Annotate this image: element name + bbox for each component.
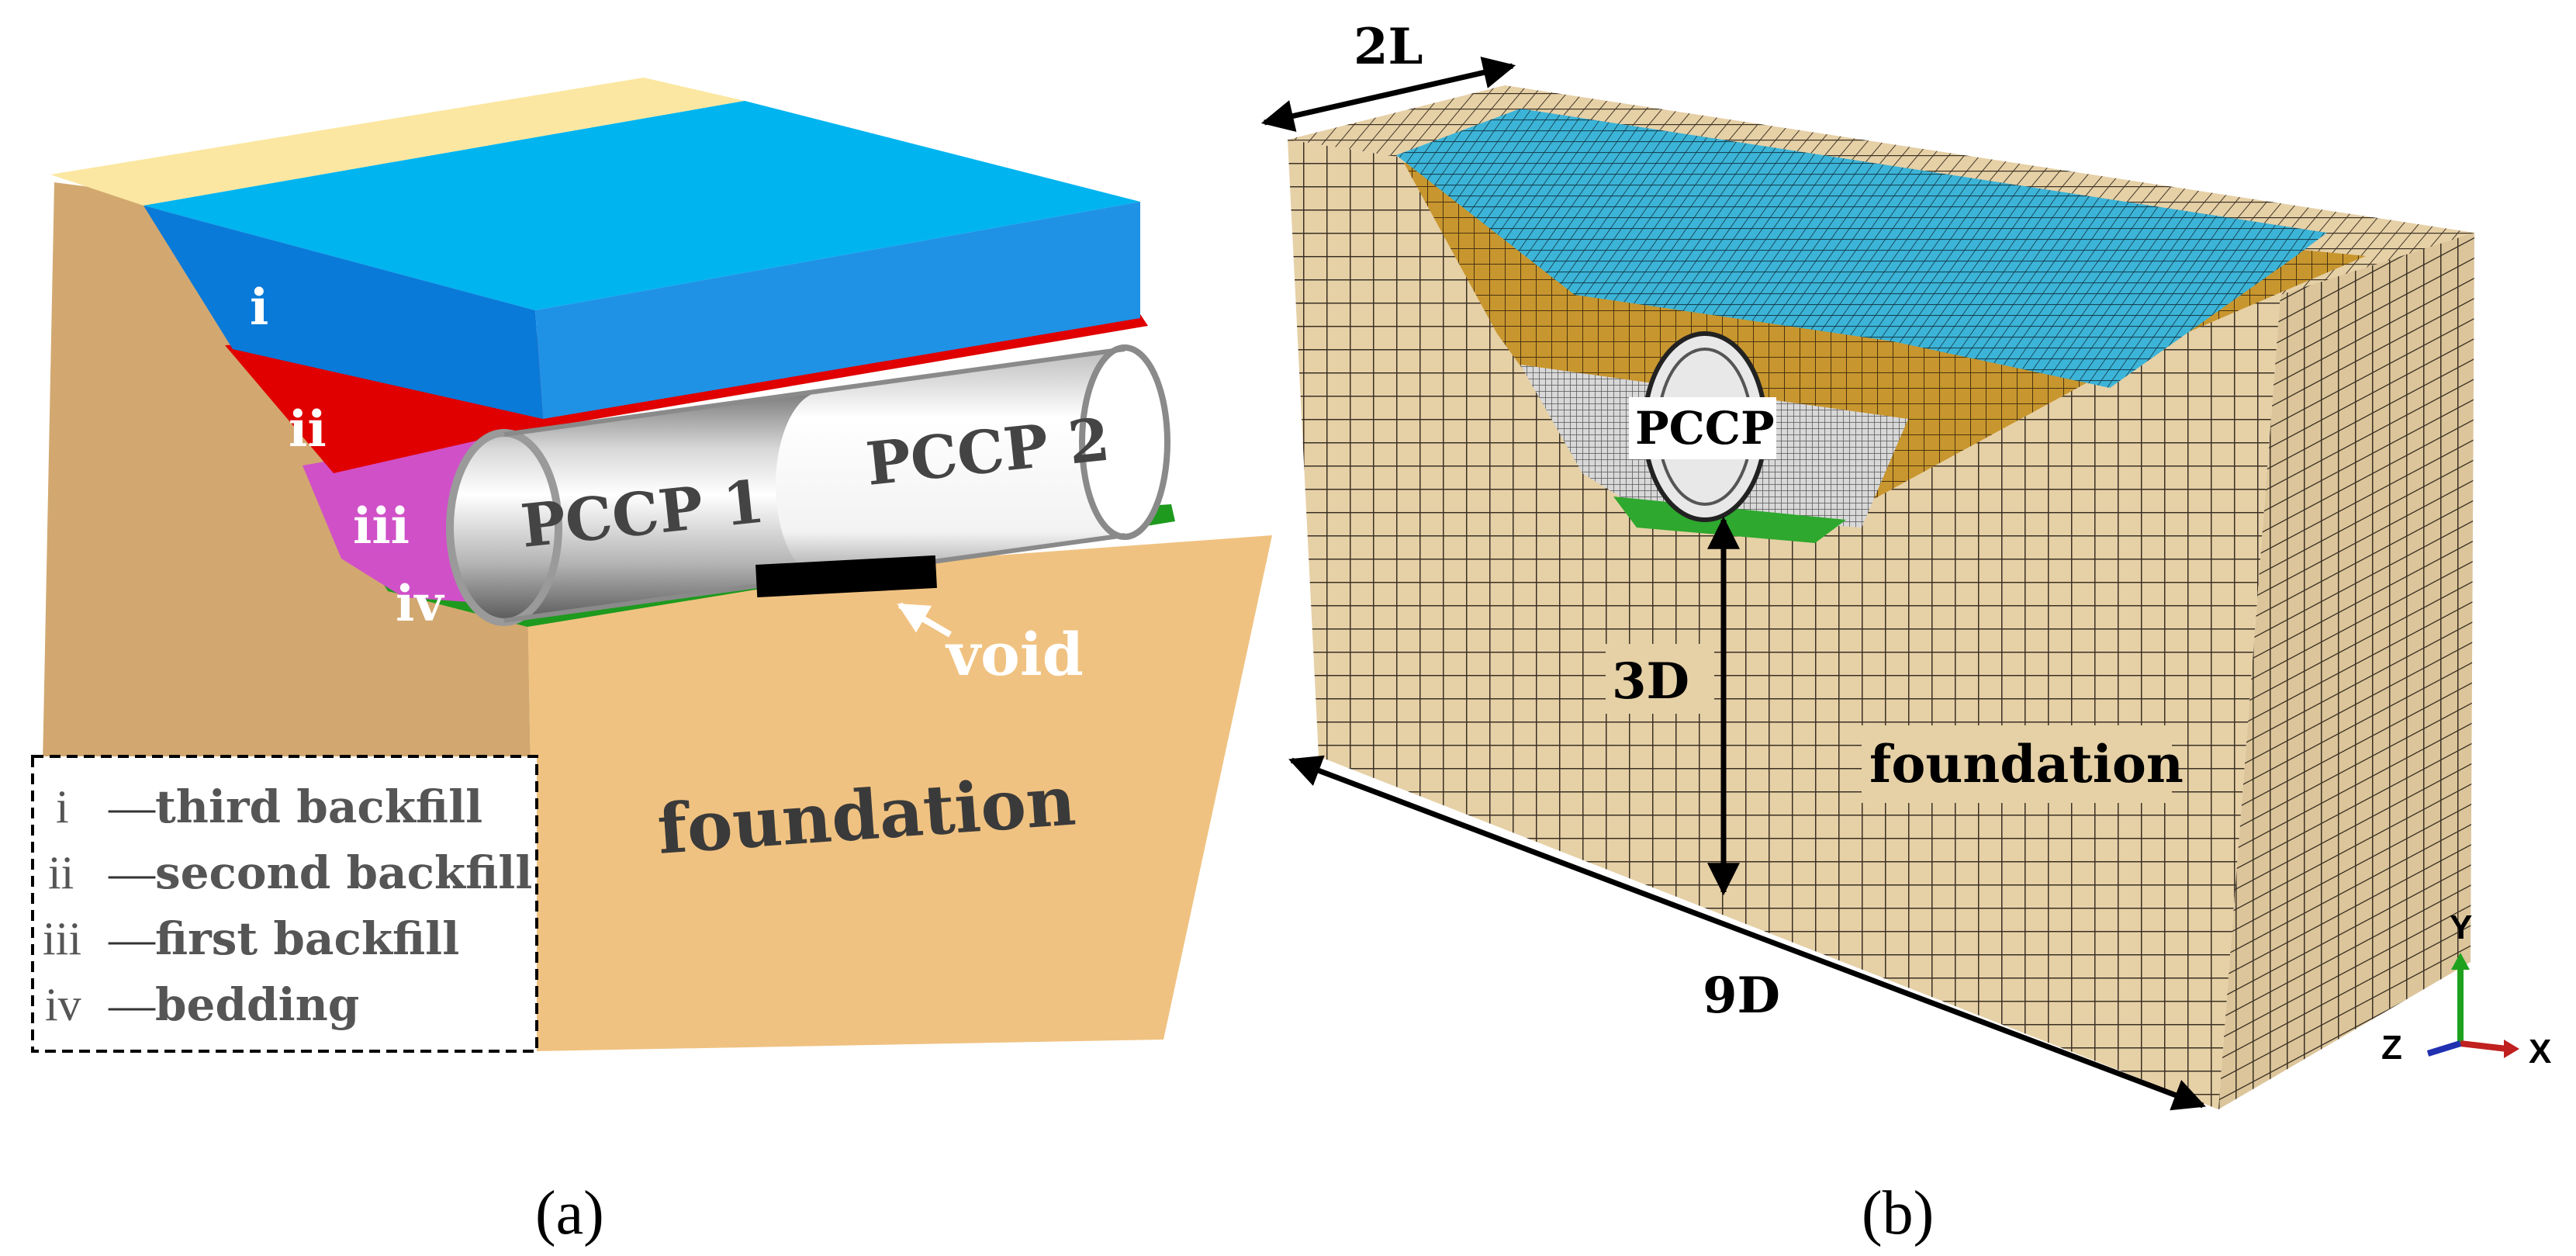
third-backfill-front — [535, 202, 1140, 419]
marker-iii: iii — [353, 497, 410, 555]
trench-top-layer — [1396, 109, 2327, 388]
legend: i — third backfill ii — second backfill … — [31, 755, 538, 1053]
foundation-label-box-b — [1862, 725, 2172, 803]
pccp-label: PCCP — [1635, 402, 1775, 455]
legend-item-iv: iv — bedding — [45, 978, 359, 1031]
panel-a: i ii iii iv PCCP 1 PCCP 2 void foundatio… — [31, 78, 1272, 1247]
caption-a: (a) — [535, 1179, 604, 1247]
y-axis-label: Y — [2450, 908, 2472, 946]
legend-dash: — — [108, 979, 156, 1030]
x-axis-head — [2504, 1040, 2519, 1058]
legend-dash: — — [108, 781, 156, 832]
dim-9d-arrow — [1288, 755, 2206, 1111]
dim-9d-label: 9D — [1703, 967, 1780, 1025]
legend-symbol: iii — [43, 913, 81, 964]
legend-item-i: i — third backfill — [56, 780, 482, 833]
legend-desc: bedding — [155, 978, 359, 1031]
pipe-2 — [776, 349, 1125, 578]
foundation-label-b: foundation — [1869, 734, 2184, 794]
legend-frame — [31, 755, 538, 1053]
y-axis-head — [2451, 953, 2470, 970]
panel-b: PCCP 2L 3D 9D foundation Y Z X (b) — [1260, 18, 2551, 1247]
marker-iv: iv — [396, 575, 444, 633]
z-axis-label: Z — [2381, 1029, 2402, 1067]
void-label: void — [945, 620, 1084, 689]
pccp-label-box — [1629, 397, 1776, 459]
x-axis-arrow — [2460, 1040, 2508, 1052]
pipe-1 — [450, 392, 822, 621]
legend-symbol: i — [56, 781, 69, 832]
third-backfill-top — [143, 101, 1140, 310]
legend-desc: second backfill — [155, 846, 532, 899]
dim-3d-label: 3D — [1612, 652, 1689, 711]
marker-i: i — [250, 279, 268, 337]
legend-symbol: ii — [48, 847, 74, 898]
surface-strip — [50, 78, 745, 206]
legend-item-iii: iii — first backfill — [43, 912, 459, 965]
z-axis-arrow — [2426, 1040, 2462, 1057]
pipe-segments — [446, 344, 1170, 626]
legend-desc: first backfill — [155, 912, 459, 965]
legend-item-ii: ii — second backfill — [48, 846, 532, 899]
dim-3d-label-box — [1606, 644, 1714, 714]
mesh-side-face — [2218, 233, 2474, 1109]
dim-2l-arrow — [1260, 56, 1516, 133]
legend-dash: — — [108, 847, 156, 898]
dim-2l-label: 2L — [1354, 18, 1423, 76]
legend-dash: — — [108, 913, 156, 964]
void-block — [756, 555, 937, 597]
legend-desc: third backfill — [155, 780, 482, 833]
foundation-block — [527, 535, 1272, 1051]
x-axis-label: X — [2529, 1033, 2551, 1071]
third-backfill-left — [143, 206, 543, 419]
marker-ii: ii — [289, 400, 327, 458]
legend-symbol: iv — [45, 979, 81, 1030]
axis-triad: Y Z X — [2381, 908, 2551, 1071]
void-arrow — [897, 602, 953, 638]
caption-b: (b) — [1862, 1179, 1934, 1247]
